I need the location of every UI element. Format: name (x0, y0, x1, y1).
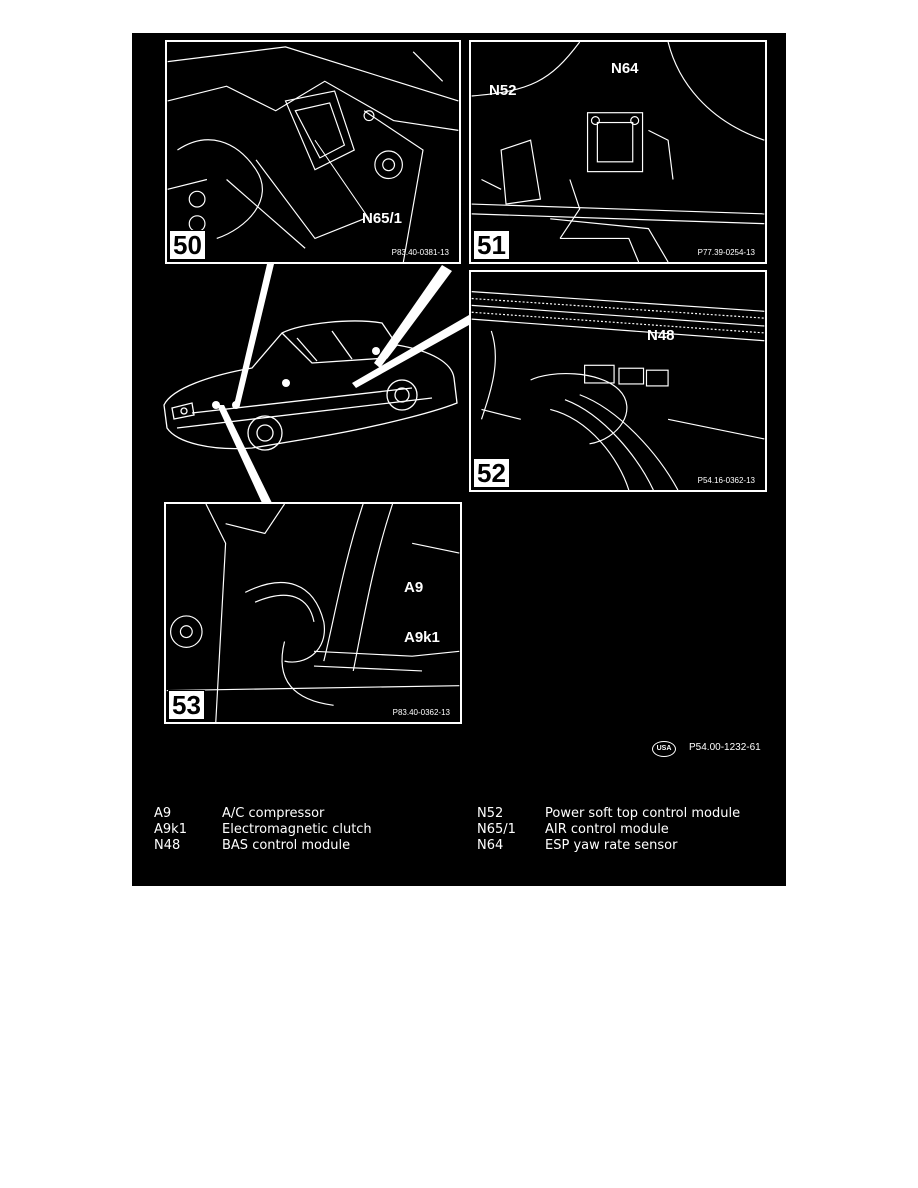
panel-ref-51: P77.39-0254-13 (697, 248, 755, 257)
locator-dot-53 (212, 401, 220, 409)
callout-a9: A9 (404, 579, 424, 596)
panel-number-53: 53 (168, 690, 205, 720)
panel-51: N52 N64 51 P77.39-0254-13 (469, 40, 767, 264)
callout-n48: N48 (647, 327, 675, 344)
panel-ref-50: P83.40-0381-13 (391, 248, 449, 257)
panel-number-51: 51 (473, 230, 510, 260)
panel-ref-52: P54.16-0362-13 (697, 476, 755, 485)
legend-code: N52 (477, 806, 504, 821)
callout-n64: N64 (611, 60, 639, 77)
legend-item: N52 Power soft top control module (477, 806, 777, 822)
figure-reference: P54.00-1232-61 (689, 742, 761, 753)
panel-53-illustration (166, 504, 460, 722)
legend-code: N48 (154, 838, 181, 853)
diagram-sheet: N65/1 50 P83.40-0381-13 N52 (132, 33, 786, 886)
locator-dot-52 (282, 379, 290, 387)
pointer-to-panel-50 (234, 264, 274, 405)
legend-left: A9 A/C compressor A9k1 Electromagnetic c… (154, 806, 454, 854)
legend-item: A9k1 Electromagnetic clutch (154, 822, 454, 838)
legend-right: N52 Power soft top control module N65/1 … (477, 806, 777, 854)
legend-code: N65/1 (477, 822, 516, 837)
legend-desc: Power soft top control module (545, 806, 741, 821)
legend-code: A9k1 (154, 822, 187, 837)
pointer-to-panel-51 (374, 265, 452, 368)
panel-number-52: 52 (473, 458, 510, 488)
callout-n65-1: N65/1 (362, 210, 403, 227)
panel-51-illustration (471, 42, 765, 262)
legend-desc: Electromagnetic clutch (222, 822, 372, 837)
panel-ref-53: P83.40-0362-13 (392, 708, 450, 717)
locator-dot-50 (232, 401, 240, 409)
legend-item: N48 BAS control module (154, 838, 454, 854)
legend-item: A9 A/C compressor (154, 806, 454, 822)
panel-number-50: 50 (169, 230, 206, 260)
legend-desc: AIR control module (545, 822, 669, 837)
legend-code: A9 (154, 806, 172, 821)
usa-badge-icon: USA (652, 741, 676, 757)
legend-desc: A/C compressor (222, 806, 325, 821)
car-outline (163, 320, 458, 451)
panel-50: N65/1 50 P83.40-0381-13 (165, 40, 461, 264)
pointer-to-panel-53 (217, 405, 272, 503)
panel-50-illustration (167, 46, 459, 262)
callout-a9k1: A9k1 (404, 629, 440, 646)
panel-52-illustration (471, 291, 765, 490)
legend-item: N64 ESP yaw rate sensor (477, 838, 777, 854)
legend-item: N65/1 AIR control module (477, 822, 777, 838)
pointer-to-panel-52 (352, 315, 469, 388)
legend-desc: BAS control module (222, 838, 351, 853)
panel-52: N48 52 P54.16-0362-13 (469, 270, 767, 492)
panel-53: A9 A9k1 53 P83.40-0362-13 (164, 502, 462, 724)
legend-code: N64 (477, 838, 504, 853)
callout-n52: N52 (489, 82, 517, 99)
legend-desc: ESP yaw rate sensor (545, 838, 678, 853)
locator-dot-51 (372, 347, 380, 355)
